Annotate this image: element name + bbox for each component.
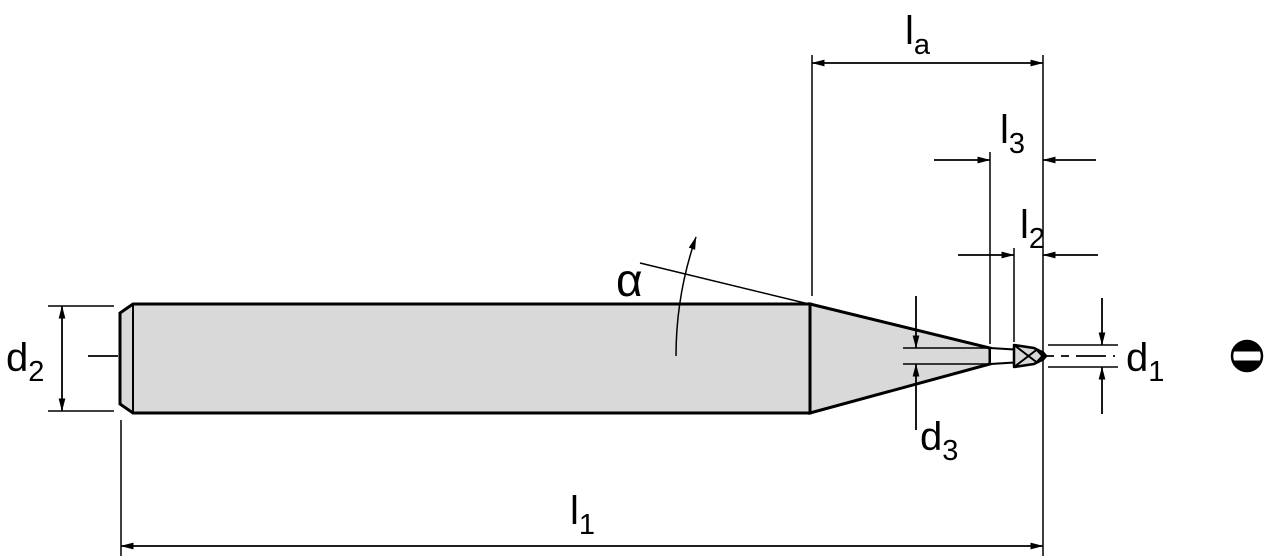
tool-body — [118, 302, 1048, 415]
label-d3: d3 — [920, 415, 958, 467]
flute-line-2 — [1013, 348, 1038, 368]
end-view-symbol — [1230, 339, 1264, 373]
taper — [808, 302, 992, 415]
dimension-la: la — [811, 9, 1044, 556]
shank — [118, 302, 812, 415]
flute-line-1 — [1013, 344, 1038, 364]
neck — [989, 346, 1015, 366]
dimension-l3: l3 — [934, 108, 1096, 344]
dimension-d2: d2 — [6, 305, 114, 412]
dimension-l2: l2 — [958, 203, 1098, 342]
dimension-l1: l1 — [120, 420, 1044, 556]
label-d2: d2 — [6, 336, 44, 388]
taper-extension-line — [639, 262, 814, 306]
label-l2: l2 — [1020, 203, 1045, 255]
label-l1: l1 — [570, 489, 595, 541]
end-view-flute-bottom — [1233, 360, 1261, 371]
end-view-flute-top — [1233, 341, 1261, 352]
dimension-d3: d3 — [903, 296, 992, 467]
label-alpha: α — [616, 254, 643, 306]
label-d1: d1 — [1126, 336, 1164, 388]
dimension-d1: d1 — [1048, 298, 1164, 414]
label-l3: l3 — [1000, 108, 1025, 160]
angle-arc — [675, 236, 697, 357]
angle-alpha: α — [616, 236, 814, 357]
label-la: la — [905, 9, 931, 61]
